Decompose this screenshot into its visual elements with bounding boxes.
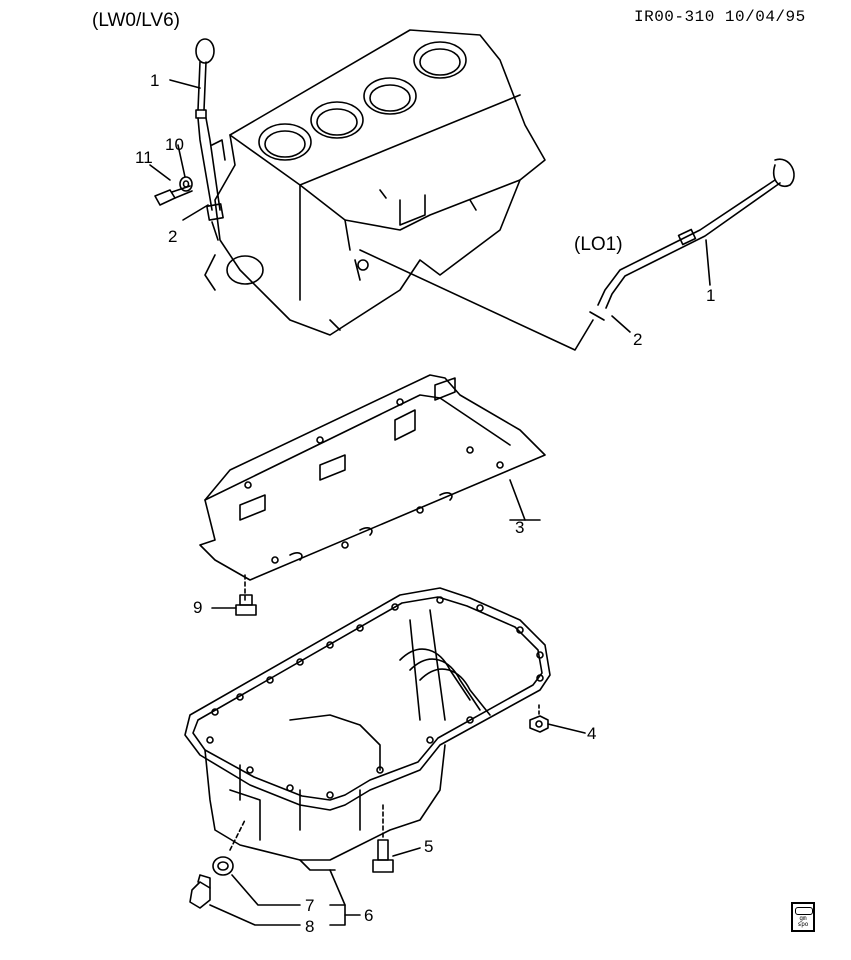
callout-6: 6 xyxy=(364,906,374,925)
callout-5: 5 xyxy=(424,837,434,856)
drain-plug-and-washer xyxy=(189,819,361,926)
bolt-nine xyxy=(211,594,257,616)
callout-1-right: 1 xyxy=(706,286,716,305)
variant-label-right: (LO1) xyxy=(574,234,623,255)
callout-8: 8 xyxy=(305,917,315,936)
callout-2-right: 2 xyxy=(633,330,643,349)
gm-spo-logo: gm spo xyxy=(791,902,815,932)
callout-10: 10 xyxy=(165,135,184,154)
callout-7: 7 xyxy=(305,896,315,915)
nut-four xyxy=(529,704,586,734)
dipstick-top xyxy=(169,38,226,241)
reference-code: IR00-310 10/04/95 xyxy=(634,8,806,26)
logo-emblem-icon xyxy=(795,907,813,915)
callout-3: 3 xyxy=(515,518,525,537)
baffle-plate xyxy=(199,374,546,601)
callout-2-top: 2 xyxy=(168,227,178,246)
callout-9: 9 xyxy=(193,598,203,617)
callout-4: 4 xyxy=(587,724,597,743)
engine-block xyxy=(204,29,594,351)
logo-text: gm spo xyxy=(797,915,809,928)
bolt-and-washer xyxy=(149,144,209,221)
callout-11: 11 xyxy=(135,148,153,167)
dipstick-right xyxy=(589,158,795,333)
oil-pan xyxy=(184,587,551,871)
bolt-five xyxy=(372,804,421,873)
variant-label-top: (LW0/LV6) xyxy=(92,10,180,31)
callout-1-top: 1 xyxy=(150,71,160,90)
